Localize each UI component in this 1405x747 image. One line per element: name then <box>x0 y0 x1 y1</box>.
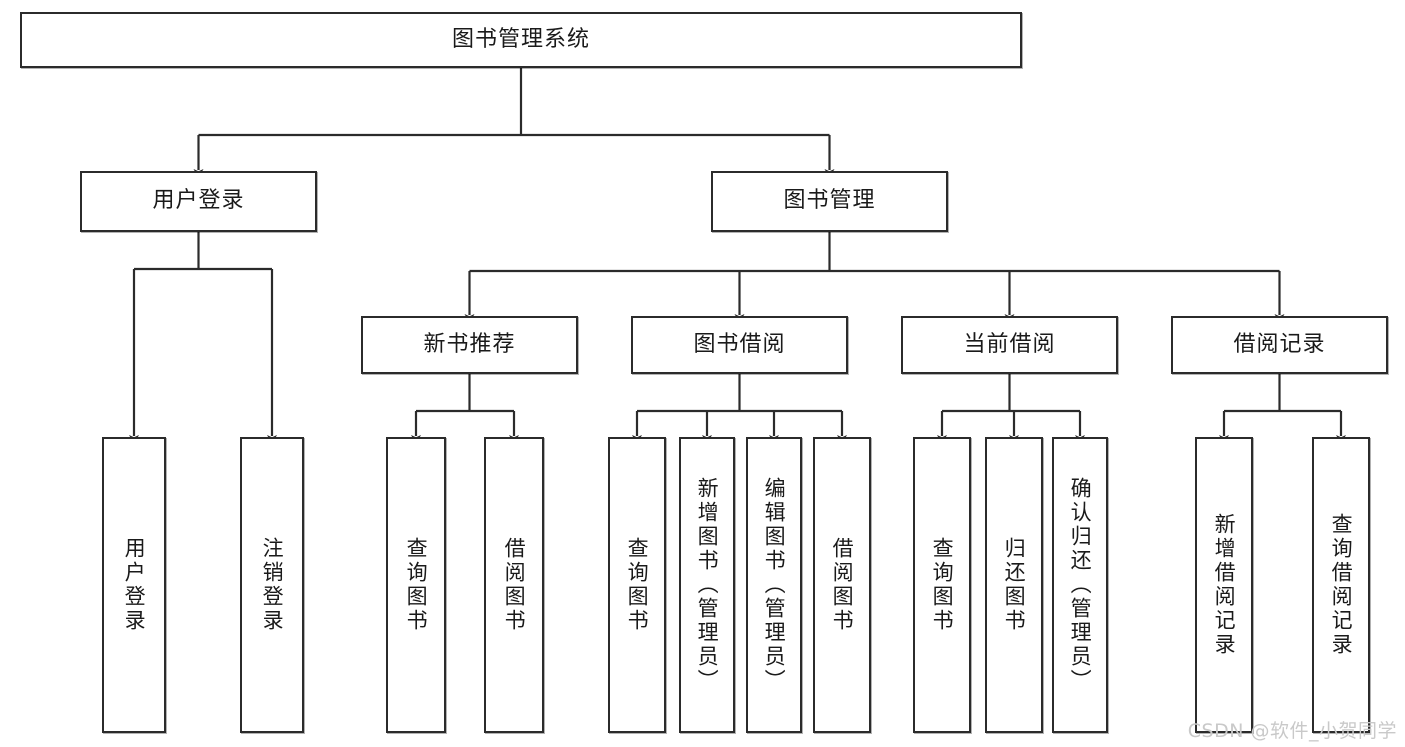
node-borrow-record[interactable]: 借阅记录 <box>1171 316 1388 374</box>
node-label: 查询图书 <box>930 537 955 633</box>
node-leaf-edit-book[interactable]: 编辑图书（管理员） <box>746 437 802 733</box>
node-label: 借阅图书 <box>502 537 527 633</box>
node-leaf-add-book[interactable]: 新增图书（管理员） <box>679 437 735 733</box>
node-leaf-user-login[interactable]: 用户登录 <box>102 437 166 733</box>
node-leaf-borrow-book-rec[interactable]: 借阅图书 <box>484 437 544 733</box>
node-label: 用户登录 <box>122 537 147 633</box>
node-leaf-user-logout[interactable]: 注销登录 <box>240 437 304 733</box>
node-leaf-query-record[interactable]: 查询借阅记录 <box>1312 437 1370 733</box>
node-leaf-add-record[interactable]: 新增借阅记录 <box>1195 437 1253 733</box>
node-new-book-recommend[interactable]: 新书推荐 <box>361 316 578 374</box>
node-label: 查询图书 <box>404 537 429 633</box>
node-leaf-query-book-cur[interactable]: 查询图书 <box>913 437 971 733</box>
node-label: 确认归还（管理员） <box>1068 477 1093 693</box>
node-label: 查询借阅记录 <box>1329 513 1354 657</box>
node-leaf-confirm-return[interactable]: 确认归还（管理员） <box>1052 437 1108 733</box>
node-label: 用户登录 <box>152 188 245 214</box>
node-label: 图书管理 <box>783 188 876 214</box>
node-label: 归还图书 <box>1002 537 1027 633</box>
node-label: 借阅记录 <box>1233 331 1326 357</box>
node-label: 新增借阅记录 <box>1212 513 1237 657</box>
node-current-borrow[interactable]: 当前借阅 <box>901 316 1118 374</box>
node-label: 新书推荐 <box>423 331 516 357</box>
node-leaf-borrow-book[interactable]: 借阅图书 <box>813 437 871 733</box>
node-book-borrow[interactable]: 图书借阅 <box>631 316 848 374</box>
node-label: 新增图书（管理员） <box>695 477 720 693</box>
node-label: 编辑图书（管理员） <box>762 477 787 693</box>
node-label: 注销登录 <box>260 537 285 633</box>
node-leaf-return-book[interactable]: 归还图书 <box>985 437 1043 733</box>
node-label: 借阅图书 <box>830 537 855 633</box>
node-label: 图书借阅 <box>693 331 786 357</box>
node-leaf-query-book-borrow[interactable]: 查询图书 <box>608 437 666 733</box>
node-book-manage[interactable]: 图书管理 <box>711 171 948 232</box>
node-user-login[interactable]: 用户登录 <box>80 171 317 232</box>
node-root[interactable]: 图书管理系统 <box>20 12 1022 68</box>
node-label: 图书管理系统 <box>451 26 590 52</box>
node-label: 当前借阅 <box>963 331 1056 357</box>
node-label: 查询图书 <box>625 537 650 633</box>
watermark-text: CSDN @软件_小贺同学 <box>1187 720 1397 742</box>
node-leaf-query-book-rec[interactable]: 查询图书 <box>386 437 446 733</box>
